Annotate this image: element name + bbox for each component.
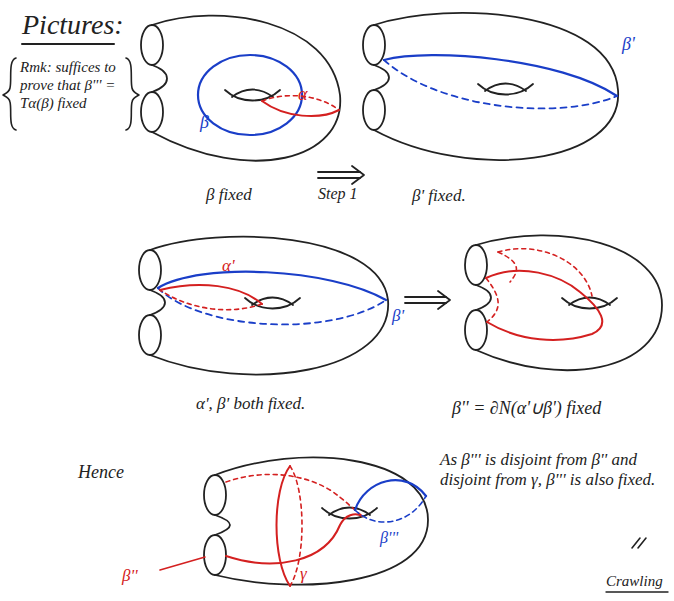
implies-arrow [405,291,450,309]
surface-1 [141,16,340,161]
curve-label: β' [392,306,404,326]
underline [22,43,114,45]
implies-arrow [318,166,364,184]
margin-note: Crawling [606,572,663,590]
surface-4 [465,235,662,370]
curve-label: γ [300,564,307,584]
caption-note: α', β' both fixed. [196,394,305,414]
surface-3 [139,237,388,375]
curve-label: α [298,84,307,106]
remark-note: Rmk: suffices to prove that β''' = Tα(β)… [20,58,128,112]
surface-5 [160,458,428,586]
surface-2 [363,13,618,160]
argument-note: As β''' is disjoint from β'' and disjoin… [440,450,662,491]
curve-label: β' [622,34,635,56]
underline [606,591,668,592]
curve-label: β''' [380,528,398,547]
caption-note: β fixed [206,185,252,205]
curve-label: β [200,112,209,134]
curve-label: β'' [122,566,138,586]
curve-label: α' [222,256,235,276]
page-title: Pictures: [22,8,124,42]
step-label: Step 1 [318,184,358,203]
brace [126,58,139,130]
caption-note: β'' = ∂N(α'∪β') fixed [452,398,601,420]
end-mark [632,538,646,548]
brace [3,58,16,130]
caption-note: β' fixed. [412,186,466,206]
caption-note: Hence [78,462,124,484]
